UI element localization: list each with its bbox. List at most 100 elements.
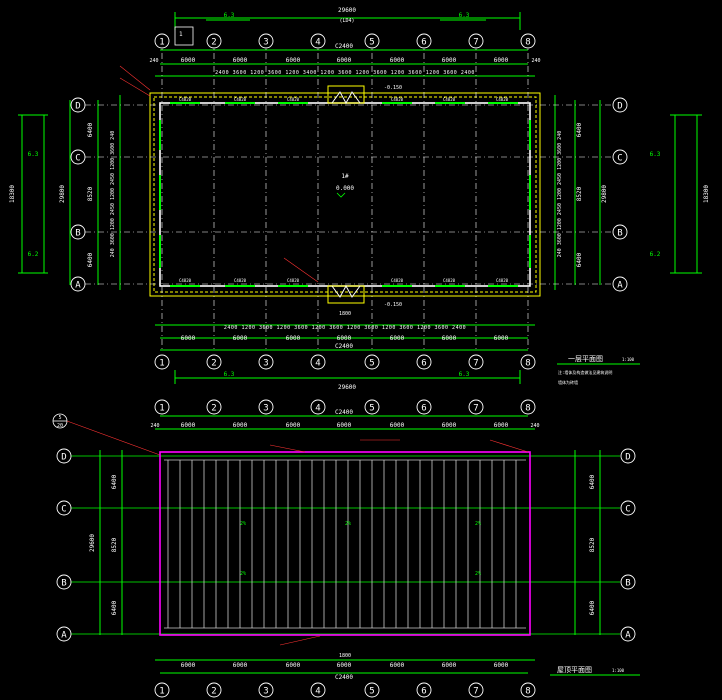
roof-door-width: 1800 — [339, 653, 351, 659]
roof-plan-scale: 1:100 — [612, 668, 625, 673]
svg-text:4: 4 — [315, 359, 320, 369]
bottom-slope-left: 6.3 — [224, 371, 235, 378]
axis-bubble-1: 1 — [154, 682, 170, 698]
roof-top-bay-1: 6000 — [181, 422, 196, 429]
svg-text:C: C — [61, 505, 66, 515]
svg-text:B: B — [75, 229, 80, 239]
roof-right-mid: 8520 — [589, 537, 596, 552]
svg-text:C4820: C4820 — [234, 278, 247, 283]
axis-bubble-8: 8 — [520, 33, 536, 49]
roof-bottom-bay-5: 6000 — [390, 662, 405, 669]
detail-ref-top: 5 — [58, 415, 61, 421]
bottom-axis-total: C2400 — [335, 343, 353, 350]
axis-bubble-A: A — [70, 276, 86, 292]
axis-bubble-5: 5 — [364, 682, 380, 698]
slope-right-label: 6.3 — [459, 12, 470, 19]
axis-bubble-8: 8 — [520, 399, 536, 415]
roof-bottom-bay-2: 6000 — [233, 662, 248, 669]
top-bay-dim-5: 6000 — [390, 57, 405, 64]
svg-text:1: 1 — [159, 404, 164, 414]
axis-bubble-D: D — [620, 448, 636, 464]
axis-bubble-2: 2 — [206, 399, 222, 415]
roof-top-axis-total: C2400 — [335, 409, 353, 416]
left-depth-total: 29800 — [59, 185, 66, 203]
axis-bubble-2: 2 — [206, 682, 222, 698]
axis-bubble-6: 6 — [416, 354, 432, 370]
top-bay-dim-1: 6000 — [181, 57, 196, 64]
svg-text:C4820: C4820 — [234, 97, 247, 102]
svg-text:C4820: C4820 — [391, 278, 404, 283]
bottom-overall-width: 29600 — [338, 384, 356, 391]
axis-bubble-8: 8 — [520, 682, 536, 698]
right-slope-bottom: 6.2 — [650, 251, 661, 258]
svg-text:6: 6 — [421, 38, 426, 48]
roof-purlins — [164, 459, 526, 629]
svg-text:1: 1 — [159, 359, 164, 369]
svg-text:6: 6 — [421, 404, 426, 414]
svg-text:C: C — [75, 154, 80, 164]
svg-text:B: B — [625, 579, 630, 589]
roof-bottom-bay-4: 6000 — [337, 662, 352, 669]
axis-bubble-3: 3 — [258, 33, 274, 49]
left-overall-depth: 18300 — [9, 185, 16, 203]
axis-bubble-2: 2 — [206, 354, 222, 370]
left-depth-seg-1: 6400 — [87, 122, 94, 137]
roof-bottom-bay-3: 6000 — [286, 662, 301, 669]
roof-top-bay-4: 6000 — [337, 422, 352, 429]
bottom-bay-dim-2: 6000 — [233, 335, 248, 342]
axis-bubble-D: D — [56, 448, 72, 464]
svg-text:1: 1 — [159, 687, 164, 697]
svg-text:D: D — [617, 102, 622, 112]
axis-bubble-5: 5 — [364, 399, 380, 415]
roof-bottom-bay-7: 6000 — [494, 662, 509, 669]
roof-axis-lines — [70, 455, 620, 635]
bottom-window-dims: 2400 1200 3600 1200 3600 1200 3600 1200 … — [224, 325, 466, 331]
axis-bubble-7: 7 — [468, 399, 484, 415]
svg-text:C4820: C4820 — [287, 278, 300, 283]
svg-text:2: 2 — [211, 687, 216, 697]
svg-text:7: 7 — [473, 359, 478, 369]
right-depth-seg-2: 8520 — [576, 186, 583, 201]
axis-bubble-C: C — [56, 500, 72, 516]
room-elevation: 0.000 — [336, 185, 354, 192]
svg-text:2%: 2% — [240, 521, 246, 527]
right-depth-seg-3: 6400 — [576, 252, 583, 267]
svg-text:D: D — [75, 102, 80, 112]
floor-plan-scale: 1:100 — [622, 357, 635, 362]
right-depth-seg-1: 6400 — [576, 122, 583, 137]
axis-bubble-B: B — [56, 574, 72, 590]
overall-width-dim: 29600 — [338, 7, 356, 14]
svg-text:C4820: C4820 — [443, 97, 456, 102]
svg-text:5: 5 — [369, 404, 374, 414]
svg-text:C4820: C4820 — [179, 278, 192, 283]
svg-text:4: 4 — [315, 404, 320, 414]
bottom-bay-dim-5: 6000 — [390, 335, 405, 342]
overall-width-sub: (LD4) — [339, 18, 354, 24]
axis-bubble-6: 6 — [416, 33, 432, 49]
svg-text:C4820: C4820 — [391, 97, 404, 102]
roof-top-bay-6: 6000 — [442, 422, 457, 429]
svg-text:C4820: C4820 — [287, 97, 300, 102]
roof-top-bay-7: 6000 — [494, 422, 509, 429]
svg-text:7: 7 — [473, 38, 478, 48]
bottom-bay-dim-3: 6000 — [286, 335, 301, 342]
roof-right-seg-2: 6400 — [589, 600, 596, 615]
top-axis-total: C2400 — [335, 43, 353, 50]
top-bay-dim-2: 6000 — [233, 57, 248, 64]
top-window-dims: 2400 3600 1200 3600 1200 3400 1200 3600 … — [215, 70, 475, 76]
svg-text:8: 8 — [525, 38, 530, 48]
svg-text:2%: 2% — [475, 571, 481, 577]
svg-text:6: 6 — [421, 359, 426, 369]
top-bay-dim-6: 6000 — [442, 57, 457, 64]
svg-text:A: A — [75, 281, 81, 291]
detail-ref-bottom: 20 — [57, 423, 63, 429]
svg-text:5: 5 — [369, 359, 374, 369]
door-elevation-top: -0.150 — [384, 85, 402, 91]
axis-bubble-5: 5 — [364, 33, 380, 49]
axis-bubble-1: 1 — [154, 354, 170, 370]
svg-text:3: 3 — [263, 359, 268, 369]
roof-plan: C2400 6000 6000 6000 6000 6000 6000 6000… — [52, 409, 640, 681]
axis-bubble-D: D — [612, 97, 628, 113]
axis-bubble-7: 7 — [468, 354, 484, 370]
